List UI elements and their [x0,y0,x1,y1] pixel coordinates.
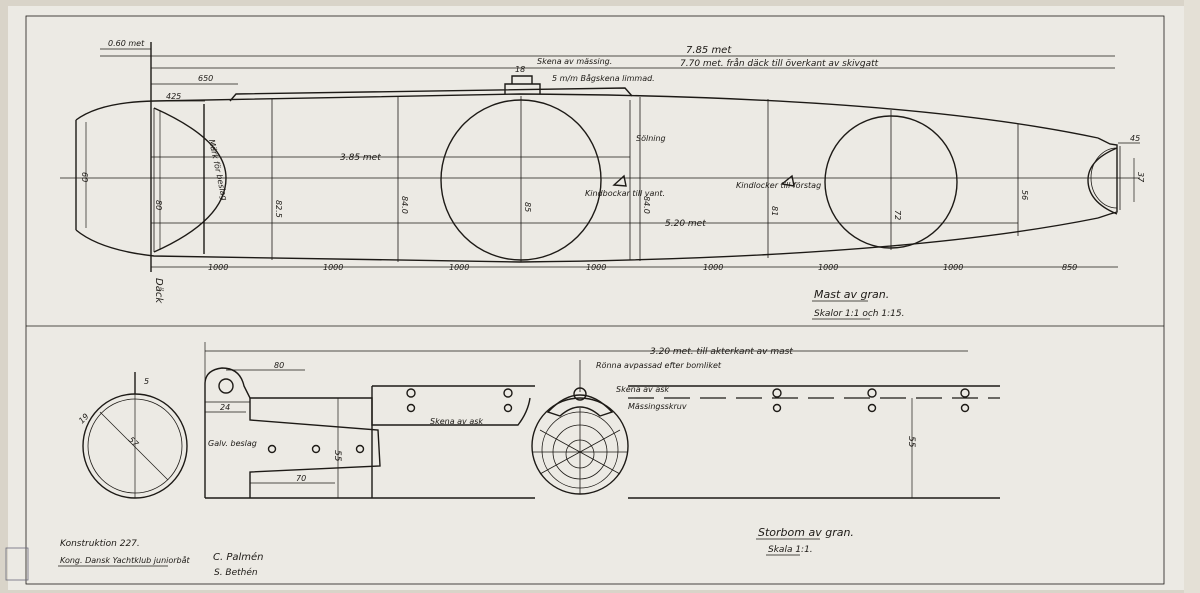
masthead-sheave [1090,147,1118,209]
mast-diam-80: 80 [154,200,163,210]
boom-drawing: 5 19 57 [77,342,1000,556]
construction-number: Konstruktion 227. [60,539,140,549]
gooseneck-tongue [249,398,381,498]
boom-title: Storbom av gran. [758,526,854,539]
mast-diam-81: 81 [770,206,779,216]
boom-overall-length: 3.20 met. till akterkant av mast [650,347,793,357]
mast-diam-60: 60 [80,172,89,182]
mast-title: Mast av gran. [814,288,889,301]
mast-drawing: 7.85 met 7.70 met. från däck till överka… [60,39,1145,320]
mast-diam-840b: 84.0 [642,196,651,214]
backing-edge-right [1184,0,1200,593]
boom-cross-section [531,360,629,495]
mast-dim-425: 425 [166,92,181,101]
cheek-block-2 [780,174,795,187]
mast-diam-72: 72 [893,210,902,220]
mast-diam-37: 37 [1136,172,1145,183]
signature: C. Palmén [213,551,264,563]
section-arc-top [1087,147,1118,215]
mast-length-385: 3.85 met [340,153,381,163]
archive-stamp [5,547,29,581]
masthead [1097,137,1118,219]
spacing-label: 850 [1062,263,1077,272]
mast-overall-length: 7.85 met [686,45,732,56]
rivet [355,444,365,454]
spacing-label: 1000 [943,263,963,272]
mast-cheek-block-2: Kindlocker till förstag [736,181,821,190]
rail-section [546,394,614,417]
boom-section-diag [99,411,169,481]
gooseneck-fitting [204,367,373,498]
boom-galv-fitting: Galv. beslag [208,439,257,448]
screw-head [772,388,782,398]
screw-head [867,388,877,398]
boom-groove-note: Rönna avpassad efter bomliket [596,361,722,370]
screw-head [960,388,970,398]
mast-diam-840: 84.0 [400,196,409,214]
boom-dim-55-right-label: 55 [906,436,916,448]
mast-diam-56: 56 [1020,190,1029,200]
mast-heel-offset: 0.60 met [108,39,145,48]
screw-hole [772,403,782,413]
paper-sheet [8,6,1196,590]
boom-brass-screw: Mässingsskruv [628,402,687,411]
mast-dim-650: 650 [198,74,213,83]
mast-scale: Skalor 1:1 och 1:15. [814,309,904,319]
cheek-block-1 [612,174,627,187]
spacing-label: 1000 [323,263,343,272]
rivet [311,444,321,454]
title-block: Konstruktion 227. Kong. Dansk Yachtklub … [5,539,264,581]
brass-screws [406,388,970,413]
signature-2: S. Bethén [214,567,258,578]
mast-rail [229,87,633,102]
mast-brass-rail: Skena av mässing. [537,57,612,66]
boom-ash-rail: Skena av ask [430,417,483,426]
rail-fitting [504,75,541,94]
outer-border [25,15,1165,585]
mast-diam-45: 45 [1130,134,1140,143]
ash-rail-left [371,386,531,426]
mast-rail-width: 18 [515,65,525,74]
mast-diam-825: 82.5 [274,200,283,218]
boom-dim-5: 5 [144,377,149,386]
spacing-label: 1000 [586,263,606,272]
spacing-label: 1000 [449,263,469,272]
screw-hole [867,403,877,413]
boom-ash-rail-2: Skena av ask [616,385,669,394]
mast-deck-label: Däck [153,278,164,304]
spacing-label: 1000 [818,263,838,272]
screw-head [406,388,416,398]
boom-scale: Skala 1:1. [768,545,813,555]
mast-seizing: Sölning [636,134,666,143]
spacing-label: 1000 [208,263,228,272]
mast-length-520: 5.20 met [665,219,706,229]
heel-arc [153,107,227,253]
screw-hole [960,403,970,413]
screw-head [503,388,513,398]
gooseneck-pin [218,378,234,394]
boom-dim-70-label: 70 [296,474,306,483]
spacing-label: 1000 [703,263,723,272]
mast-sheave-rail: 5 m/m Bågskena limmad. [552,73,655,83]
screw-hole [503,403,513,413]
screw-hole [406,403,416,413]
mast-deck-to-sheave: 7.70 met. från däck till överkant av ski… [680,58,879,69]
boom-dim-24-label: 24 [220,403,230,412]
boom-dim-80-label: 80 [274,361,284,370]
club-name: Kong. Dansk Yachtklub juniorbåt [60,555,191,565]
boom-dim-55-label: 55 [332,450,342,462]
mast-outline [75,93,1099,263]
rivet [267,444,277,454]
mast-diam-85: 85 [523,202,532,212]
mast-cheek-block-1: Kindbockar till vant. [585,189,665,198]
mast-spacing-labels: 1000 1000 1000 1000 1000 1000 1000 850 [208,263,1077,272]
